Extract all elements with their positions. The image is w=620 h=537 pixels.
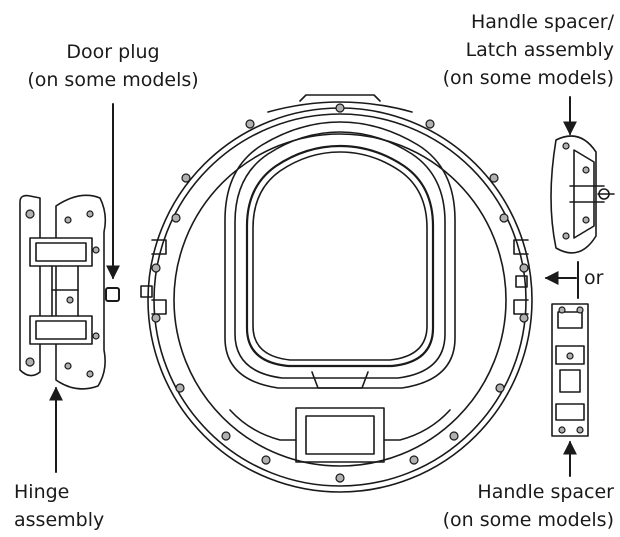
latch-label-line1: Handle spacer/ [471,11,615,33]
hinge-label-line1: Hinge [14,481,69,503]
door-plug [105,287,120,302]
latch-label-line2: Latch assembly [466,39,614,61]
or-label: or [584,267,604,289]
latch-assembly [550,135,615,254]
hinge-label-line2: assembly [14,509,104,531]
latch-label-line3: (on some models) [443,67,614,89]
hinge-assembly [19,194,107,390]
door-plug-label-line1: Door plug [66,41,159,63]
handle-spacer-label-line2: (on some models) [443,509,614,531]
handle-spacer-label-line1: Handle spacer [477,481,614,503]
door-plug-label-line2: (on some models) [27,69,198,91]
door-ring [140,94,533,493]
handle-spacer [551,303,589,437]
